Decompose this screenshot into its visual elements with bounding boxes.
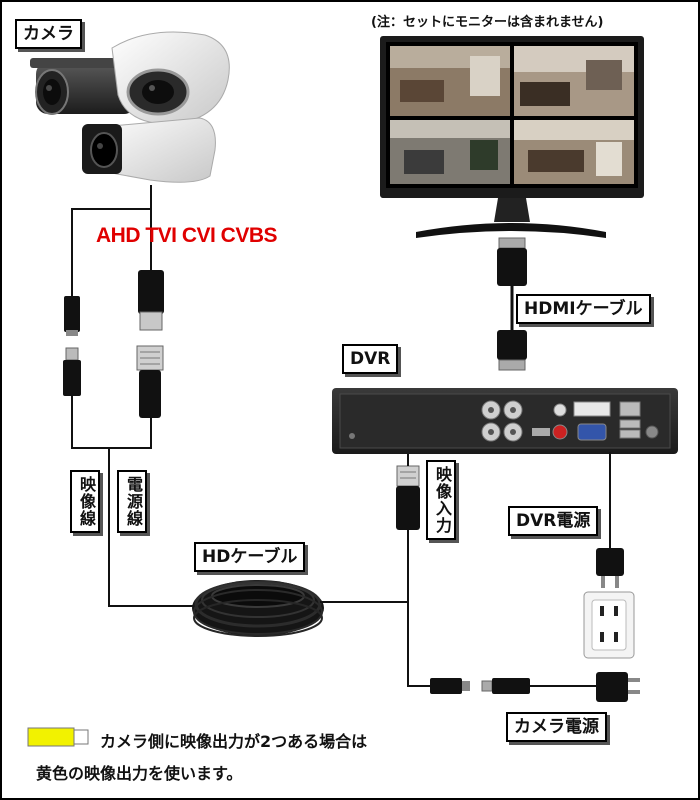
camera-power-connector (138, 270, 164, 331)
power-line-label: 電源線 (117, 470, 147, 533)
yellow-connector-icon (27, 727, 89, 747)
camera-video-connector (64, 296, 80, 336)
hdmi-cable (497, 237, 527, 371)
footnote-line-1: カメラ側に映像出力が2つある場合は (100, 732, 368, 751)
signal-types-label: AHD TVI CVI CVBS (96, 224, 278, 247)
dvr-bnc-connector (396, 465, 420, 530)
camera-power-adapter-plug (481, 678, 530, 694)
dvr-bnc-inputs (481, 400, 523, 442)
camera-label: カメラ (15, 19, 82, 49)
hd-cable-to-power (407, 602, 430, 687)
hdmi-cable-label: HDMIケーブル (516, 294, 651, 324)
footnote-line-2: 黄色の映像出力を使います。 (36, 764, 243, 783)
monitor-note: (注：セットにモニターは含まれません) (371, 15, 604, 30)
video-input-label: 映像入力 (426, 460, 456, 540)
hd-cable-to-dvr (320, 528, 409, 603)
video-line-label: 映像線 (70, 470, 100, 533)
dvr-power-label: DVR電源 (508, 506, 599, 536)
camera-power-label: カメラ電源 (506, 712, 607, 742)
dvr-label: DVR (342, 344, 399, 374)
dome-camera (111, 31, 230, 125)
wall-outlet (583, 591, 635, 659)
camera-power-plug-cable (430, 678, 470, 694)
dvr-unit (332, 388, 678, 454)
dvr-power-plug (596, 548, 624, 588)
camera-power-adapter (596, 672, 640, 702)
box-camera (82, 117, 216, 183)
power-line-wire (109, 418, 152, 449)
hd-cable-coil (192, 580, 324, 637)
cable-power-plug (63, 347, 81, 396)
monitor (380, 36, 644, 238)
monitor-screen-quad (390, 46, 634, 184)
camera-illustration (30, 31, 230, 183)
cable-bnc-plug (136, 345, 164, 418)
hd-cable-label: HDケーブル (194, 542, 306, 572)
camera-lead-video (71, 185, 152, 298)
